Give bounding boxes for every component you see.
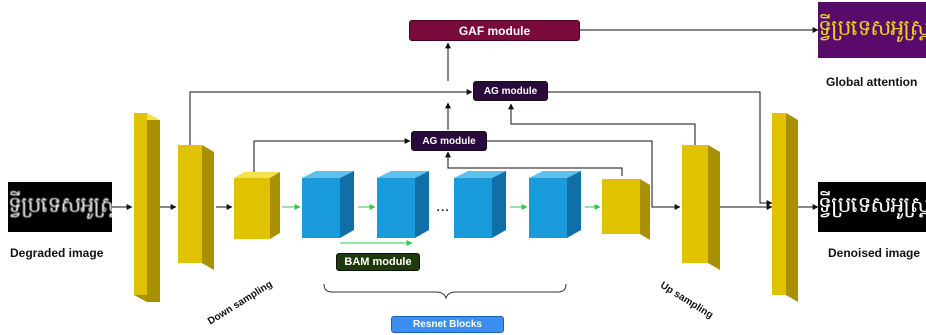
decoder-block-1 (682, 145, 720, 270)
bam-module: BAM module (336, 253, 420, 271)
global-attention-image: ទ្វីប្រទេសអូស្ត្រាលី (818, 2, 926, 58)
encoder-block-1 (134, 113, 160, 302)
denoised-image-label: Denoised image (828, 246, 921, 260)
skip-connection-mid (253, 138, 411, 178)
global-attention-image-text: ទ្វីប្រទេសអូស្ត្រាលី (818, 16, 926, 41)
denoised-image-text: ទ្វីប្រទេសអូស្ត្រាលី (818, 193, 926, 218)
encoder-block-3 (234, 172, 280, 239)
resnet-brace (323, 283, 567, 300)
ag-module-top: AG module (473, 81, 548, 101)
global-attention-label: Global attention (826, 75, 918, 89)
ag-top-to-final-block (548, 91, 773, 206)
ag-module-mid: AG module (411, 131, 487, 151)
resnet-block-4 (529, 171, 581, 238)
resnet-block-2 (377, 171, 429, 238)
gaf-module: GAF module (409, 20, 580, 41)
bottleneck-to-ag-mid (445, 151, 623, 176)
degraded-image: ទ្វីប្រទេសអូស្ត្រាលី (8, 182, 112, 232)
resnet-blocks-box: Resnet Blocks (391, 316, 504, 333)
denoised-image: ទ្វីប្រទេសអូស្ត្រាលី (818, 182, 926, 232)
decoder-block-2 (772, 113, 798, 302)
ellipsis-label: ... (436, 198, 450, 215)
resnet-block-1 (302, 171, 354, 238)
degraded-image-label: Degraded image (10, 246, 104, 260)
upsample-to-ag-top (508, 103, 696, 145)
resnet-block-3 (454, 171, 506, 238)
ag-mid-to-upsample (487, 140, 681, 210)
degraded-image-text: ទ្វីប្រទេសអូស្ត្រាលី (8, 193, 112, 218)
bottleneck-block (602, 179, 650, 240)
skip-connection-top (189, 89, 473, 148)
encoder-block-2 (178, 145, 214, 270)
